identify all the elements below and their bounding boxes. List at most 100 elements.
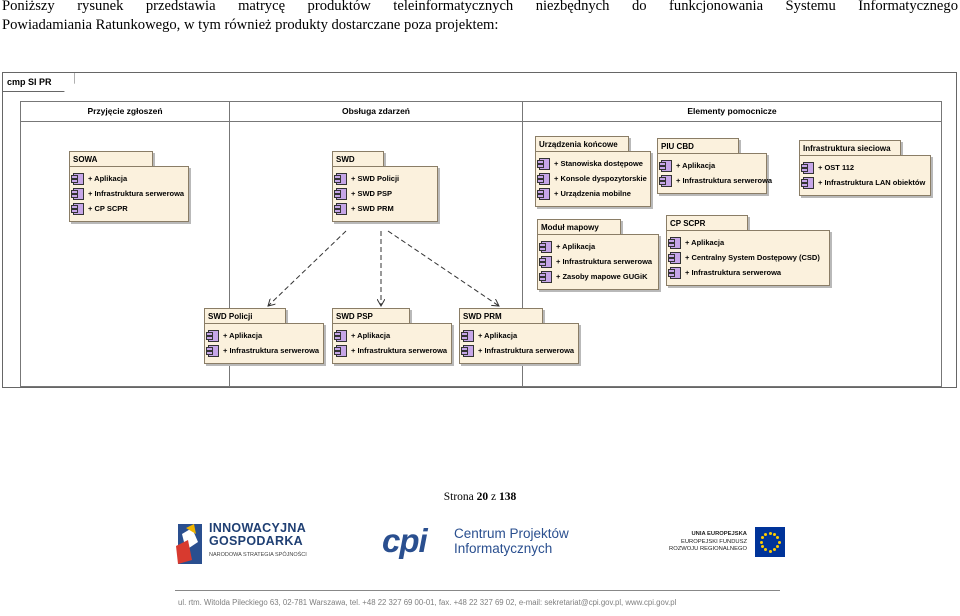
package-item: + Infrastruktura serwerowa: [538, 254, 658, 269]
eu-star-icon: [777, 540, 781, 544]
package-title: SOWA: [69, 151, 153, 167]
component-icon: [801, 161, 814, 174]
package-item: + Aplikacja: [460, 328, 578, 343]
diagram-frame-title: cmp SI PR: [3, 73, 75, 92]
eu-logo: UNIA EUROPEJSKA EUROPEJSKI FUNDUSZ ROZWO…: [650, 527, 785, 563]
package-item-label: + Aplikacja: [685, 238, 725, 247]
package-item: + Infrastruktura serwerowa: [667, 265, 829, 280]
package-item-label: + Aplikacja: [223, 331, 263, 340]
package-item: + Infrastruktura serwerowa: [658, 173, 772, 188]
package-item-label: + Infrastruktura serwerowa: [556, 257, 653, 266]
package-item: + Konsole dyspozytorskie: [536, 171, 650, 186]
eu-star-icon: [764, 548, 767, 552]
component-icon: [539, 255, 552, 268]
component-icon: [801, 176, 814, 189]
package-item: + Aplikacja: [667, 235, 829, 250]
component-icon: [461, 344, 474, 357]
package-title: SWD PSP: [332, 308, 410, 324]
component-icon: [71, 187, 84, 200]
eu-flag-icon: [755, 527, 785, 557]
package-body: + Aplikacja + Infrastruktura serwerowa: [204, 323, 324, 364]
eu-text: UNIA EUROPEJSKA EUROPEJSKI FUNDUSZ ROZWO…: [669, 531, 747, 552]
package-item: + Aplikacja: [70, 171, 188, 186]
eu-star-icon: [760, 536, 764, 539]
package-body: + OST 112+ Infrastruktura LAN obiektów: [799, 155, 931, 196]
component-icon: [659, 174, 672, 187]
page-number: Strona 20 z 138: [0, 491, 960, 503]
package-item-label: + Infrastruktura serwerowa: [351, 346, 448, 355]
package-item-label: + Aplikacja: [88, 174, 128, 183]
component-icon: [539, 270, 552, 283]
package-item: + SWD PSP: [333, 186, 437, 201]
package-item: + Infrastruktura serwerowa: [333, 343, 451, 358]
eu-star-icon: [768, 531, 772, 535]
package-item: + OST 112: [800, 160, 930, 175]
package-item-label: + Infrastruktura serwerowa: [478, 346, 575, 355]
intro-line-2: Powiadamiania Ratunkowego, w tym również…: [2, 17, 499, 33]
package-body: + Aplikacja + Centralny System Dostępowy …: [666, 230, 830, 286]
arrow-swd-to-swd-policji: [268, 230, 347, 306]
cpi-text: Centrum Projektów Informatycznych: [454, 526, 569, 556]
package-item-label: + Konsole dyspozytorskie: [554, 174, 647, 183]
package-item-label: + OST 112: [818, 163, 855, 172]
package-title: Infrastruktura sieciowa: [799, 140, 901, 156]
package-item: + Aplikacja: [538, 239, 658, 254]
component-diagram: cmp SI PR Przyjęcie zgłoszeń Obsługa zda…: [2, 72, 957, 388]
eu-star-icon: [773, 548, 776, 552]
innowacyjna-gospodarka-text: INNOWACYJNA GOSPODARKA: [209, 521, 307, 548]
package-item-label: + SWD PSP: [351, 189, 393, 198]
component-icon: [334, 172, 347, 185]
eu-star-icon: [760, 545, 764, 548]
lane-header-auxiliary: Elementy pomocnicze: [523, 102, 941, 122]
eu-star-icon: [773, 532, 776, 536]
innowacyjna-gospodarka-subtitle: NARODOWA STRATEGIA SPÓJNOŚCI: [209, 552, 307, 558]
package-title: Urządzenia końcowe: [535, 136, 629, 152]
eu-star-icon: [759, 540, 763, 544]
package-body: + Stanowiska dostępowe + Konsole dyspozyt…: [535, 151, 651, 207]
lane-divider: [229, 102, 230, 386]
component-icon: [71, 172, 84, 185]
package-item: + Stanowiska dostępowe: [536, 156, 650, 171]
package-item-label: + Urządzenia mobilne: [554, 189, 631, 198]
component-icon: [668, 236, 681, 249]
lane-divider: [522, 102, 523, 386]
package-item: + SWD PRM: [333, 201, 437, 216]
package-title: SWD Policji: [204, 308, 286, 324]
cpi-logo: cpi Centrum Projektów Informatycznych: [380, 522, 580, 562]
intro-line-1: Poniższy rysunek przedstawia matrycę pro…: [2, 0, 958, 14]
package-item: + Centralny System Dostępowy (CSD): [667, 250, 829, 265]
footer-rule: [175, 590, 780, 591]
component-icon: [206, 344, 219, 357]
component-icon: [537, 157, 550, 170]
component-icon: [668, 266, 681, 279]
package-body: + SWD Policji + SWD PSP + SWD PRM: [332, 166, 438, 222]
package-item-label: + Infrastruktura serwerowa: [676, 176, 773, 185]
page-label-separator: z: [488, 491, 499, 503]
package-title: SWD PRM: [459, 308, 543, 324]
package-item: + SWD Policji: [333, 171, 437, 186]
package-item-label: + Aplikacja: [556, 242, 596, 251]
component-icon: [537, 172, 550, 185]
package-item-label: + Zasoby mapowe GUGiK: [556, 272, 648, 281]
package-body: + Aplikacja + Infrastruktura serwerowa: [657, 153, 772, 194]
package-body: + Aplikacja + Infrastruktura serwerowa + Z…: [537, 234, 659, 290]
package-title: SWD: [332, 151, 384, 167]
package-item-label: + Aplikacja: [676, 161, 716, 170]
package-item-label: + Infrastruktura serwerowa: [88, 189, 185, 198]
package-item: + Urządzenia mobilne: [536, 186, 650, 201]
package-item-label: + Aplikacja: [478, 331, 518, 340]
package-item: + Infrastruktura serwerowa: [205, 343, 323, 358]
arrow-swd-to-swd-prm: [387, 230, 499, 306]
package-title: PIU CBD: [657, 138, 739, 154]
package-item-label: + Stanowiska dostępowe: [554, 159, 643, 168]
package-item-label: + Aplikacja: [351, 331, 391, 340]
component-icon: [334, 202, 347, 215]
package-item: + CP SCPR: [70, 201, 188, 216]
component-icon: [537, 187, 550, 200]
eu-star-icon: [776, 545, 780, 548]
eu-star-icon: [776, 536, 780, 539]
package-item: + Infrastruktura serwerowa: [460, 343, 578, 358]
component-icon: [659, 159, 672, 172]
package-item: + Infrastruktura serwerowa: [70, 186, 188, 201]
swimlanes: Przyjęcie zgłoszeń Obsługa zdarzeń Eleme…: [20, 101, 942, 387]
